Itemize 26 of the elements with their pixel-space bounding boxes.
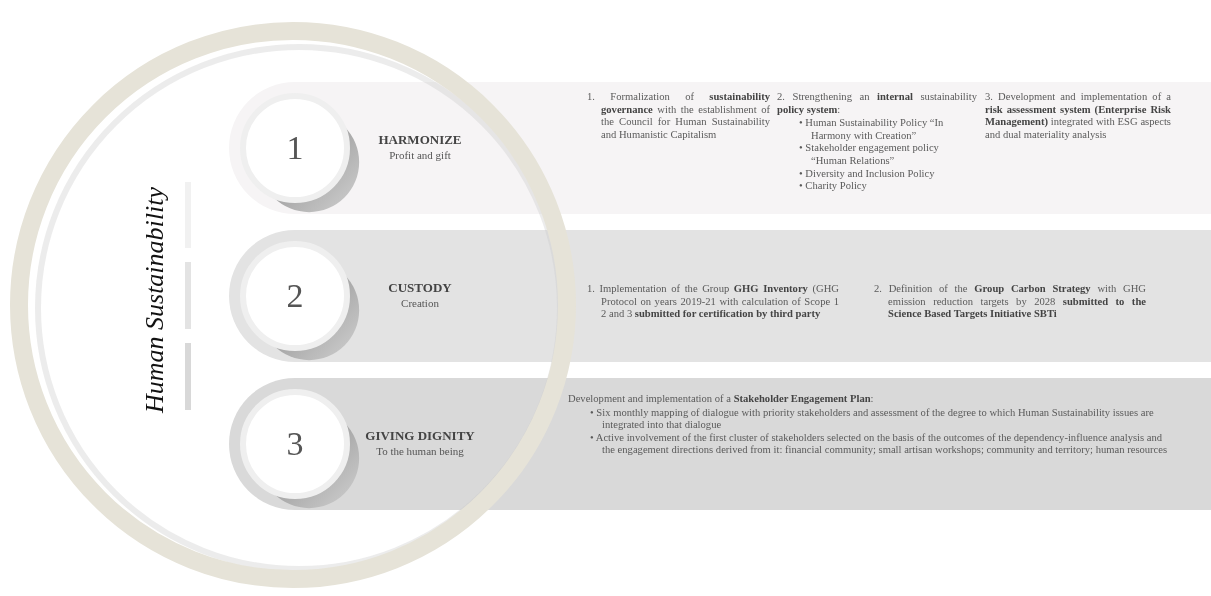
number-circle <box>239 388 351 500</box>
paragraph: 2. Strengthening an internal sustainability policy system: <box>777 91 977 117</box>
row-heading: HARMONIZE <box>377 132 463 148</box>
row-subtitle: Creation <box>400 297 440 309</box>
list-item: • Six monthly mapping of dialogue with priority stakeholders and assessment of the degree to which Human Sustainability issues are integrated into that dialogue <box>590 406 1155 432</box>
list-item: • Charity Policy <box>799 180 868 193</box>
paragraph: 3. Development and implementation of a risk assessment system (Enterprise Risk Management) integrated with ESG aspects and dual materiality analysis <box>985 91 1171 142</box>
number-circle <box>239 92 351 204</box>
vertical-title: Human Sustainability <box>140 186 170 414</box>
row-subtitle: To the human being <box>375 445 465 457</box>
list-item: • Active involvement of the first cluster of stakeholders selected on the basis of the outcomes of the dependency-influence analysis and the engagement directions derived from it: financial community; small artisan workshops; community and territory; human resources <box>590 431 1169 457</box>
row-heading: GIVING DIGNITY <box>364 428 476 444</box>
list-item: • Human Sustainability Policy “In Harmony with Creation” <box>799 117 945 143</box>
paragraph: 2. Definition of the Group Carbon Strategy with GHG emission reduction targets by 2028 submitted to the Science Based Targets Initiative SBTi <box>874 283 1146 321</box>
row-subtitle: Profit and gift <box>388 149 452 161</box>
step-number: 2 <box>286 278 304 314</box>
row-heading: CUSTODY <box>387 280 453 296</box>
step-number: 3 <box>286 426 304 462</box>
paragraph: 1. Formalization of sustainability governance with the establishment of the Council for Human Sustainability and Humanistic Capitalism <box>587 91 770 142</box>
list-item: • Diversity and Inclusion Policy <box>799 167 936 181</box>
list-item: • Stakeholder engagement policy “Human Relations” <box>799 142 940 168</box>
number-circle <box>239 240 351 352</box>
paragraph: Development and implementation of a Stakeholder Engagement Plan: <box>568 393 875 406</box>
paragraph: 1. Implementation of the Group GHG Inventory (GHG Protocol on years 2019-21 with calculation of Scope 1 2 and 3 submitted for certification by third party <box>587 283 839 321</box>
step-number: 1 <box>286 130 304 166</box>
row-band <box>229 230 1211 362</box>
